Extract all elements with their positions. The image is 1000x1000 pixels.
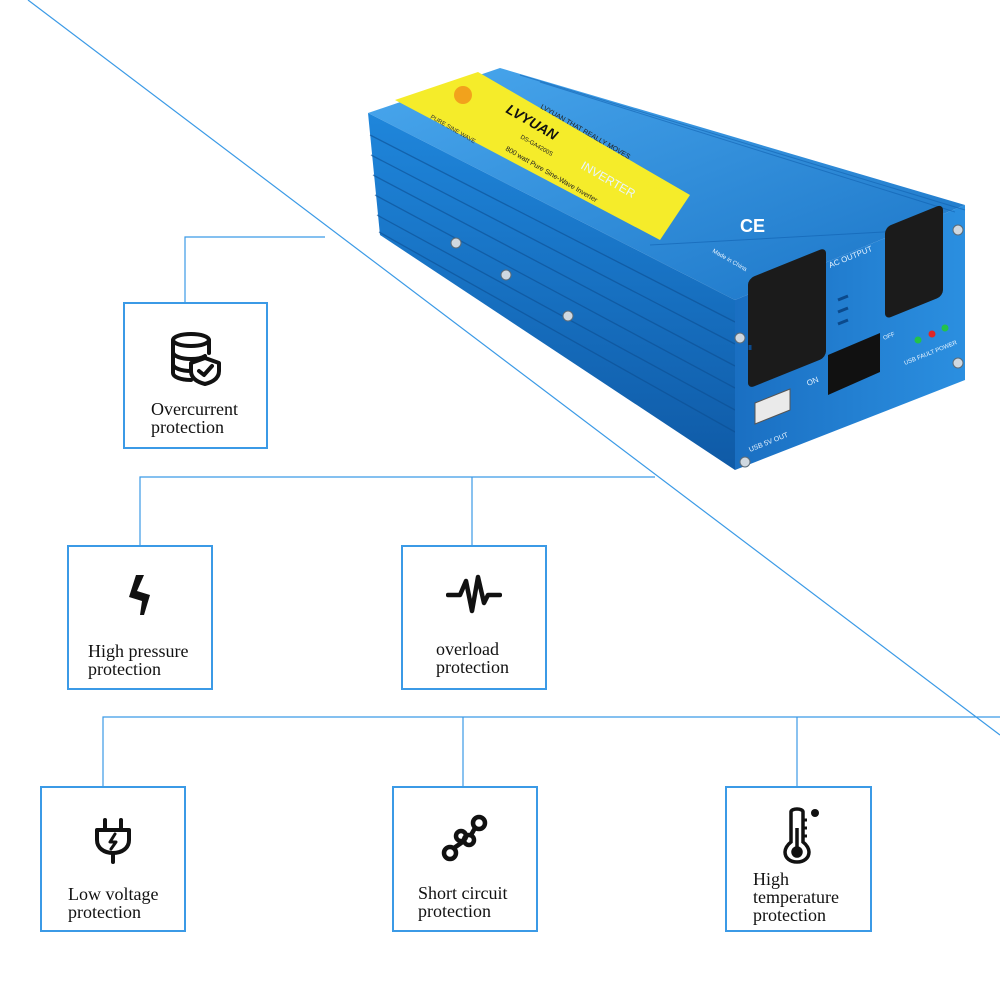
- plug-icon: [42, 816, 184, 876]
- thermometer-icon: [727, 806, 870, 866]
- ce-mark: CE: [740, 216, 765, 236]
- switch-off-label: OFF: [883, 332, 897, 342]
- lightning-bolt-icon: [69, 573, 211, 633]
- heartbeat-pulse-icon: [403, 573, 545, 633]
- database-shield-icon: [125, 328, 266, 388]
- short-circuit-nodes-icon: [394, 812, 536, 872]
- switch-on-label: ON: [805, 375, 820, 388]
